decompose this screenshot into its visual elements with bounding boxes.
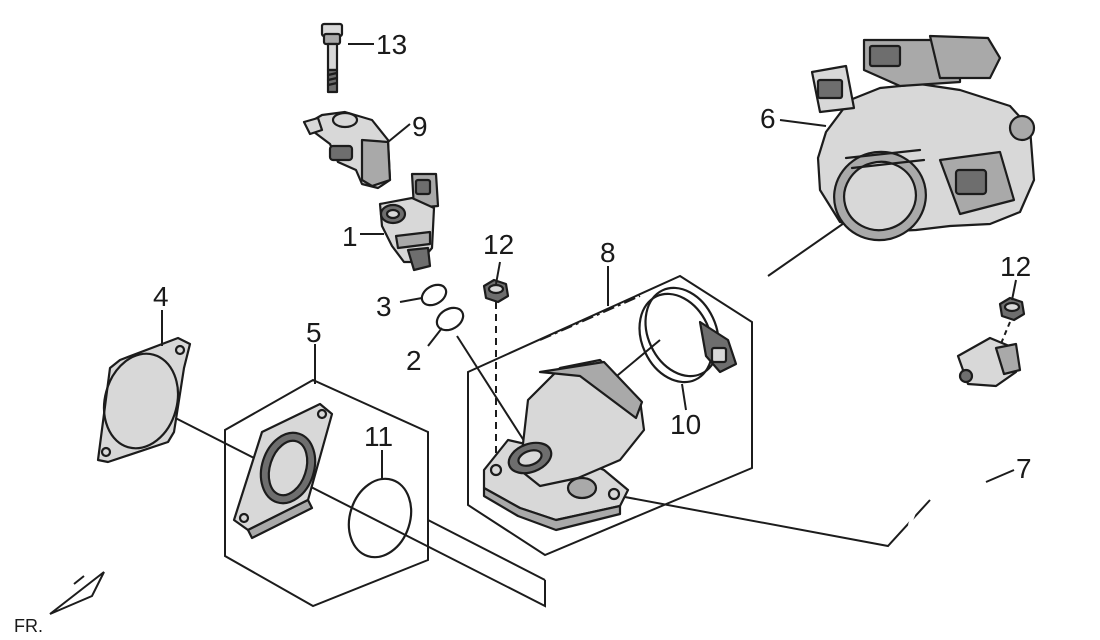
callout-5: 5: [306, 317, 322, 348]
group-box-5: [224, 378, 429, 608]
fuel-injector-1: [378, 172, 440, 272]
gasket-4: [96, 336, 192, 464]
front-direction-arrow: [49, 571, 105, 615]
callout-12-right: 12: [1000, 251, 1031, 282]
vent-hose-7: [840, 336, 1022, 568]
intake-manifold-8: [482, 358, 646, 532]
group-box-8: [467, 274, 753, 557]
callout-2: 2: [406, 345, 422, 376]
callout-7: 7: [1016, 453, 1032, 484]
callout-13: 13: [376, 29, 407, 60]
flange-nut-12-left: [482, 278, 510, 304]
callout-4: 4: [153, 281, 169, 312]
callout-9: 9: [412, 111, 428, 142]
o-ring-2: [435, 306, 465, 332]
o-ring-11: [347, 477, 413, 559]
front-marker-label: FR.: [14, 616, 43, 636]
bolt-13: [320, 22, 344, 94]
callout-6: 6: [760, 103, 776, 134]
o-ring-3: [420, 283, 448, 307]
callout-8: 8: [600, 237, 616, 268]
throttle-body-6: [810, 34, 1036, 242]
insulator-5: [232, 402, 334, 540]
hose-clamp-10: [638, 286, 738, 384]
callout-11: 11: [364, 421, 393, 452]
flange-nut-12-right: [998, 296, 1026, 322]
injector-holder-9: [302, 110, 392, 190]
callout-1: 1: [342, 221, 358, 252]
callout-3: 3: [376, 291, 392, 322]
callout-12-left: 12: [483, 229, 514, 260]
callout-10: 10: [670, 409, 701, 440]
callout-leaders: [161, 43, 1017, 483]
